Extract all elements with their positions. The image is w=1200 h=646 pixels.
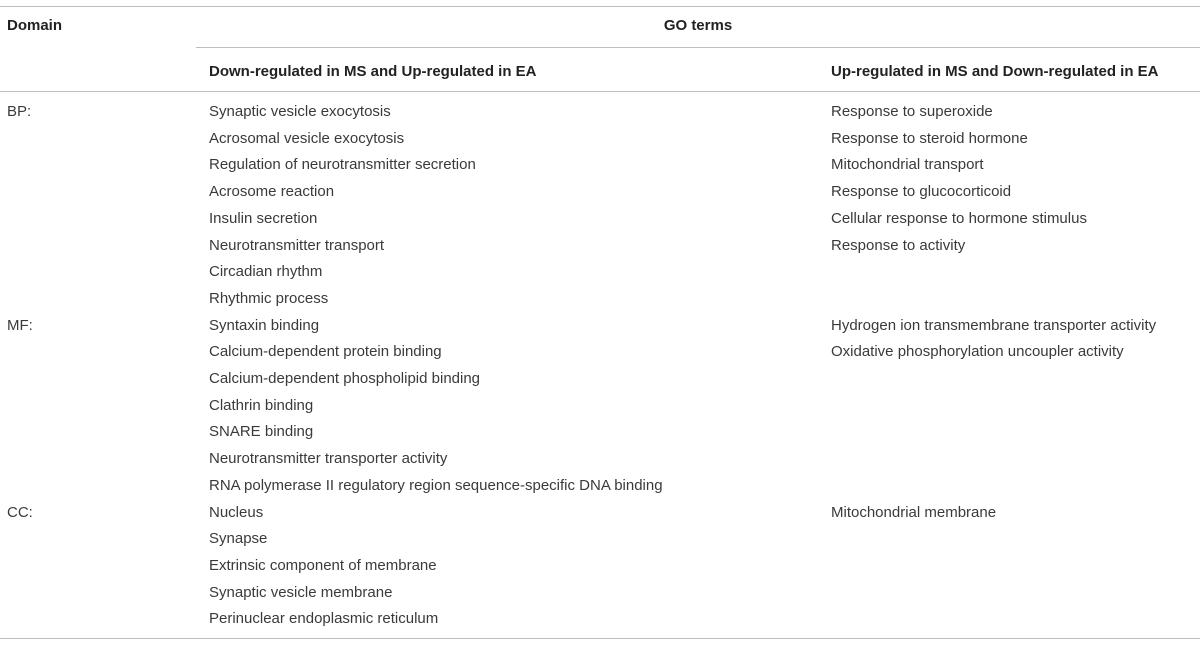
header-down-ms-up-ea: Down-regulated in MS and Up-regulated in…: [209, 63, 537, 80]
go-term: Circadian rhythm: [209, 263, 323, 281]
go-term: Nucleus: [209, 503, 264, 521]
section-mf: MF: Syntaxin binding Calcium-dependent p…: [0, 313, 1200, 500]
go-term: SNARE binding: [209, 423, 314, 441]
go-term: Clathrin binding: [209, 396, 314, 414]
domain-label: MF:: [7, 316, 33, 334]
go-term: Calcium-dependent phospholipid binding: [209, 370, 481, 388]
go-term: Synaptic vesicle exocytosis: [209, 103, 391, 120]
header-up-ms-down-ea: Up-regulated in MS and Down-regulated in…: [831, 63, 1159, 80]
table-body: BP: Synaptic vesicle exocytosis Acrosoma…: [0, 99, 1200, 633]
go-term: Calcium-dependent protein binding: [209, 343, 442, 361]
go-term: Syntaxin binding: [209, 316, 320, 334]
term-list-down-ms-up-ea: Nucleus Synapse Extrinsic component of m…: [209, 500, 831, 634]
go-term: Neurotransmitter transport: [209, 236, 385, 254]
go-term: RNA polymerase II regulatory region sequ…: [209, 476, 663, 494]
term-list-down-ms-up-ea: Syntaxin binding Calcium-dependent prote…: [209, 313, 831, 500]
go-term: Response to superoxide: [831, 103, 993, 120]
go-term: Regulation of neurotransmitter secretion: [209, 156, 476, 174]
go-term: Synaptic vesicle membrane: [209, 583, 393, 601]
go-term: Rhythmic process: [209, 289, 329, 307]
term-list-up-ms-down-ea: Response to superoxide Response to stero…: [831, 99, 1200, 313]
domain-label: BP:: [7, 103, 32, 120]
term-list-down-ms-up-ea: Synaptic vesicle exocytosis Acrosomal ve…: [209, 99, 831, 313]
go-term: Acrosomal vesicle exocytosis: [209, 129, 405, 147]
go-term: Synapse: [209, 530, 268, 548]
go-term: Mitochondrial membrane: [831, 503, 997, 521]
header-group-rule: [196, 47, 1200, 48]
domain-label: CC:: [7, 503, 33, 521]
table-bottom-rule: [0, 638, 1200, 639]
go-term: Insulin secretion: [209, 209, 318, 227]
header-go-terms: GO terms: [663, 17, 733, 34]
section-cc: CC: Nucleus Synapse Extrinsic component …: [0, 500, 1200, 634]
term-list-up-ms-down-ea: Mitochondrial membrane: [831, 500, 1200, 634]
go-term: Extrinsic component of membrane: [209, 556, 437, 574]
table-top-rule: [0, 6, 1200, 7]
go-term: Neurotransmitter transporter activity: [209, 450, 448, 468]
header-bottom-rule: [0, 91, 1200, 92]
section-bp: BP: Synaptic vesicle exocytosis Acrosoma…: [0, 99, 1200, 313]
header-domain: Domain: [7, 17, 63, 34]
go-term: Mitochondrial transport: [831, 156, 984, 174]
go-term: Response to steroid hormone: [831, 129, 1028, 147]
go-term: Perinuclear endoplasmic reticulum: [209, 610, 439, 628]
go-term: Oxidative phosphorylation uncoupler acti…: [831, 343, 1124, 361]
go-term: Acrosome reaction: [209, 183, 335, 201]
go-term: Cellular response to hormone stimulus: [831, 209, 1087, 227]
term-list-up-ms-down-ea: Hydrogen ion transmembrane transporter a…: [831, 313, 1200, 500]
go-term: Response to glucocorticoid: [831, 183, 1012, 201]
go-term: Response to activity: [831, 236, 966, 254]
go-term: Hydrogen ion transmembrane transporter a…: [831, 316, 1157, 334]
